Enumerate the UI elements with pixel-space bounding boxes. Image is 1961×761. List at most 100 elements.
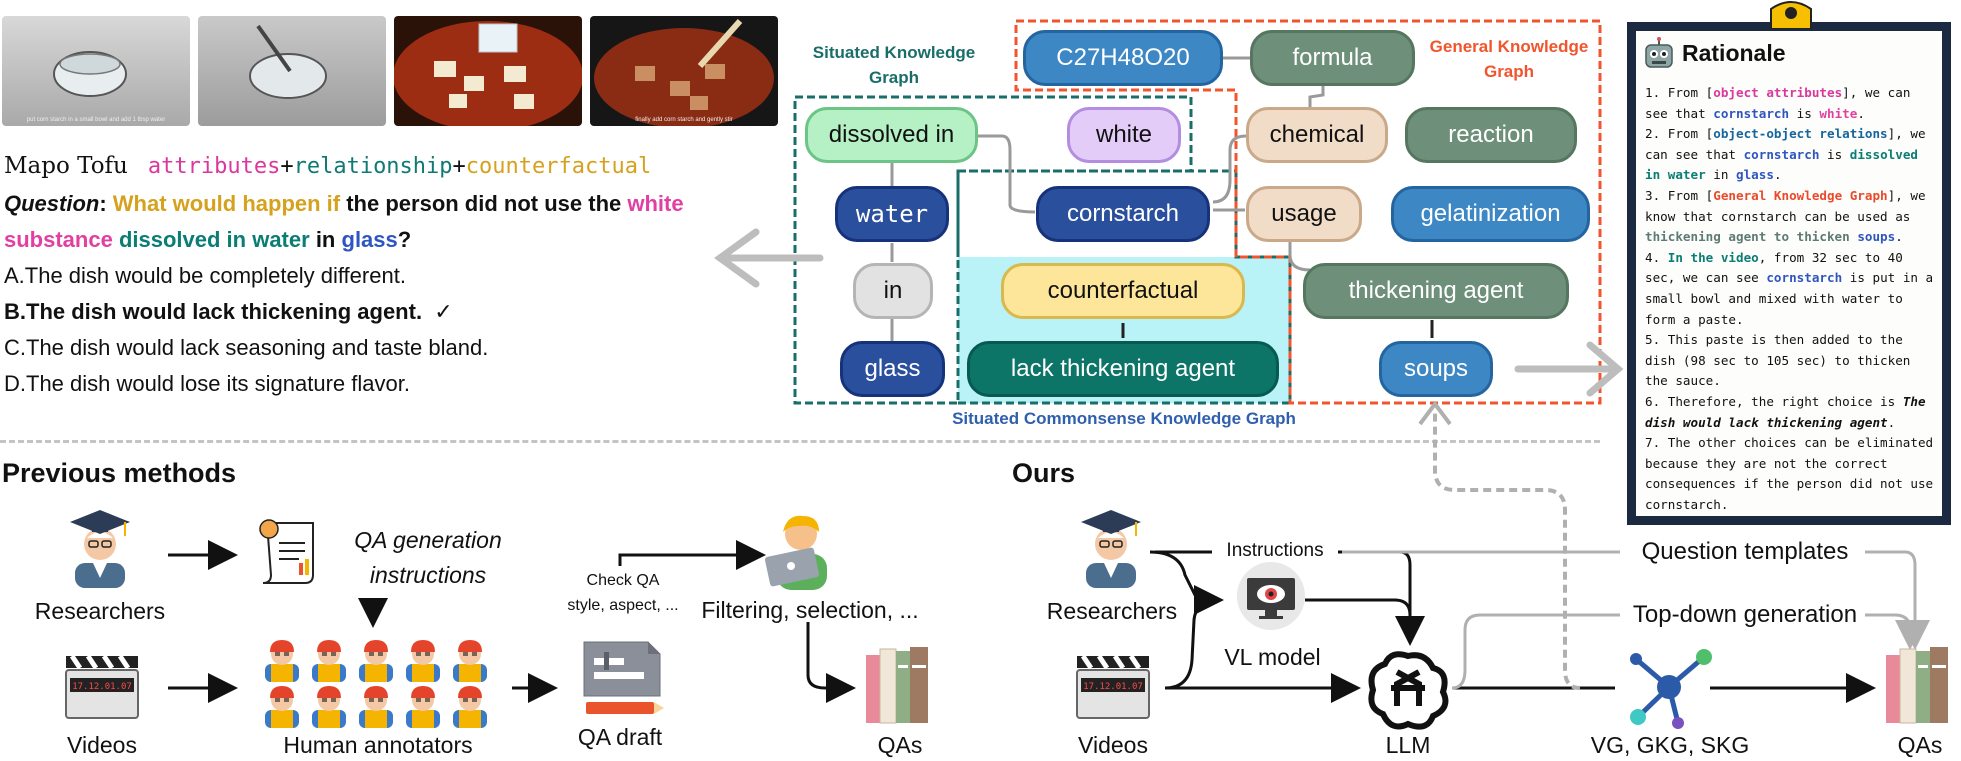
video-frame-caption: finally add corn starch and gently stir	[635, 117, 733, 123]
ours-videos-label: Videos	[1078, 732, 1148, 758]
reviewer-icon	[764, 510, 845, 590]
rationale-fragment: is put in a small bowl and mixed with wa…	[1645, 270, 1934, 327]
ours-clapperboard-icon: 17.12.01.07	[1073, 648, 1153, 720]
rationale-fragment: in	[1705, 167, 1737, 183]
node-usage: usage	[1246, 186, 1362, 242]
node-formula: formula	[1250, 30, 1415, 86]
option-b: B.The dish would lack thickening agent. …	[4, 299, 453, 324]
ours-qas-label: QAs	[1897, 732, 1943, 758]
node-thickening-agent: thickening agent	[1303, 263, 1569, 319]
previous-researchers-label: Researchers	[34, 598, 166, 624]
human-annotators-label: Human annotators	[283, 732, 473, 758]
rationale-fragment: General Knowledge Graph	[1713, 187, 1888, 203]
node-gelatinization: gelatinization	[1391, 186, 1590, 242]
rationale-fragment: In the video	[1667, 249, 1759, 265]
qa-draft-icon	[580, 636, 664, 720]
rationale-fragment: .	[1895, 229, 1903, 245]
option-a: A.The dish would be completely different…	[4, 263, 406, 288]
node-in: in	[853, 263, 933, 319]
annotator-person-icon	[359, 686, 393, 728]
annotator-person-icon	[453, 640, 487, 682]
rationale-fragment: cornstarch	[1713, 105, 1790, 121]
question: Question: What would happen if the perso…	[4, 191, 684, 252]
qas-books-icon	[864, 645, 934, 725]
rationale-fragment: .	[1773, 167, 1782, 183]
qa-draft-label: QA draft	[577, 724, 663, 750]
vl-model-label: VL model	[1224, 644, 1321, 670]
rationale-fragment: , from 32 sec to 40 sec, we can see	[1645, 249, 1903, 286]
annotator-person-icon	[406, 686, 440, 728]
rationale-fragment: .	[1887, 414, 1896, 430]
rationale-fragment: glass	[1736, 167, 1774, 183]
annotator-person-icon	[312, 640, 346, 682]
rationale-line: 6. Therefore, the right choice is The di…	[1645, 392, 1937, 433]
node-chemical: chemical	[1246, 107, 1388, 163]
node-dissolved-in: dissolved in	[805, 107, 978, 163]
filtering-label: Filtering, selection, ...	[701, 597, 919, 623]
rationale-fragment: ], we can see that	[1645, 85, 1911, 121]
rationale-fragment: ], we can see that	[1645, 126, 1926, 162]
rationale-panel: Rationale 1. From [object attributes], w…	[1627, 1, 1951, 525]
node-counterfactual: counterfactual	[1001, 263, 1245, 319]
previous-methods-title: Previous methods	[2, 458, 237, 488]
node-c27h48o20: C27H48O20	[1023, 30, 1223, 86]
annotator-person-icon	[453, 686, 487, 728]
llm-icon	[1367, 648, 1449, 730]
rationale-fragment: 3. From [	[1645, 187, 1714, 203]
node-lack-thickening-agent: lack thickening agent	[967, 341, 1279, 397]
llm-label: LLM	[1385, 732, 1431, 758]
rationale-fragment: cornstarch	[1743, 146, 1820, 162]
example-header: Mapo Tofu attributes+relationship+counte…	[4, 153, 652, 179]
rationale-fragment: dissolved in water	[1645, 146, 1918, 183]
rationale-title: Rationale	[1682, 40, 1786, 66]
ours-researcher-icon	[1076, 508, 1146, 588]
rationale-line: 1. From [object attributes], we can see …	[1645, 83, 1937, 124]
rationale-fragment: 5. This paste is then added to the dish …	[1645, 332, 1911, 389]
node-soups: soups	[1379, 341, 1493, 397]
robot-icon	[1641, 37, 1677, 73]
annotator-person-icon	[265, 640, 299, 682]
video-frame-2	[198, 16, 386, 126]
graphs-label: VG, GKG, SKG	[1590, 732, 1750, 758]
check-icon: ✓	[434, 299, 453, 324]
rationale-fragment: 6. Therefore, the right choice is	[1645, 393, 1903, 409]
annotator-person-icon	[359, 640, 393, 682]
rationale-line: 4. In the video, from 32 sec to 40 sec, …	[1645, 248, 1937, 330]
dish-name: Mapo Tofu	[4, 153, 128, 179]
node-reaction: reaction	[1405, 107, 1577, 163]
node-glass: glass	[840, 341, 945, 397]
graph-network-icon	[1624, 645, 1714, 729]
tag-counterfactual: counterfactual	[465, 154, 652, 179]
previous-qas-label: QAs	[877, 732, 923, 758]
human-annotators-icon	[258, 636, 498, 728]
clapperboard-icon: 17.12.01.07	[62, 648, 142, 720]
rationale-fragment: 4.	[1645, 249, 1668, 265]
commonsense-kg-title: Situated Commonsense Knowledge Graph	[952, 409, 1296, 428]
instructions-doc-icon	[255, 515, 323, 587]
rationale-fragment: 7. The other choices can be eliminated b…	[1645, 435, 1934, 512]
video-frame-3	[394, 16, 582, 126]
rationale-fragment: 2. From [	[1645, 126, 1714, 142]
rationale-fragment: object-object relations	[1713, 126, 1888, 142]
top-down-generation-label: Top-down generation	[1625, 601, 1865, 629]
ours-researchers-label: Researchers	[1046, 598, 1178, 624]
annotator-person-icon	[312, 686, 346, 728]
rationale-fragment: thickening agent to thicken	[1645, 229, 1850, 245]
annotator-person-icon	[265, 686, 299, 728]
svg-text:17.12.01.07: 17.12.01.07	[1083, 682, 1143, 692]
video-frame-1: put corn starch in a small bowl and add …	[2, 16, 190, 126]
rationale-line: 7. The other choices can be eliminated b…	[1645, 433, 1937, 515]
video-frame-4: finally add corn starch and gently stir	[590, 16, 778, 126]
node-cornstarch: cornstarch	[1036, 186, 1210, 242]
tag-relationship: relationship	[293, 154, 453, 179]
question-templates-label: Question templates	[1625, 538, 1865, 566]
ours-qas-books-icon	[1884, 645, 1954, 725]
tag-attributes: attributes	[147, 154, 281, 179]
ours-title: Ours	[1012, 458, 1076, 488]
rationale-fragment: soups	[1857, 229, 1896, 245]
rationale-fragment: The dish would lack thickening agent	[1645, 393, 1926, 430]
